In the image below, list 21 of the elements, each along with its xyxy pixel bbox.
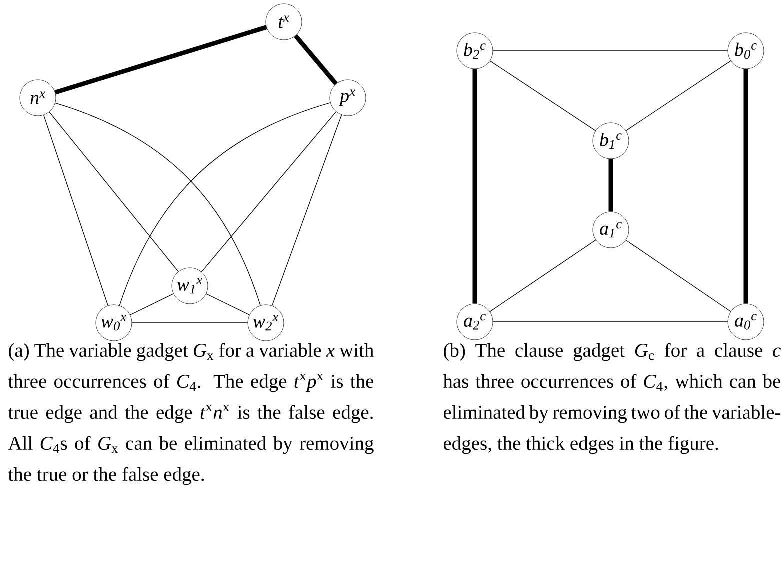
figure-caption: (b) The clause gadget G$_{c}$ for a clause c has three occurrences of C$_{4}$, which can be eliminated by removing two of the variable-edges, the thick edges in the figure. — [443, 343, 781, 454]
graph-edge — [55, 102, 261, 306]
graph-edge — [130, 294, 174, 316]
graph-edge — [490, 60, 596, 132]
graph-edge — [294, 34, 338, 86]
graph-edge — [119, 102, 331, 306]
graph-edge — [626, 60, 732, 132]
graph-edge — [54, 25, 268, 95]
graph-edge — [201, 112, 337, 272]
graph-edge — [43, 114, 109, 306]
figure-caption: (a) The variable gadget G$_{x}$ for a variable x with three occurrences of C$_{4}$. The edge t$^{x}$p$^{x}$ is the true edge and the edge t$^{x}$n$^{x}$ is the false edge. All C$_{4}$s of G$_{x}$ can be eliminated by removing the true or the false edge. — [8, 343, 374, 486]
graph-edge — [206, 294, 250, 316]
graph-edge — [272, 114, 342, 306]
graph-edge — [490, 240, 596, 312]
graph-edge — [132, 322, 248, 324]
graph-edge — [472, 69, 478, 304]
graph-edge — [492, 50, 728, 52]
graph-edge — [608, 159, 614, 212]
graph-edge — [744, 69, 748, 304]
graph-edge — [626, 240, 732, 312]
graph-edge — [49, 112, 179, 272]
